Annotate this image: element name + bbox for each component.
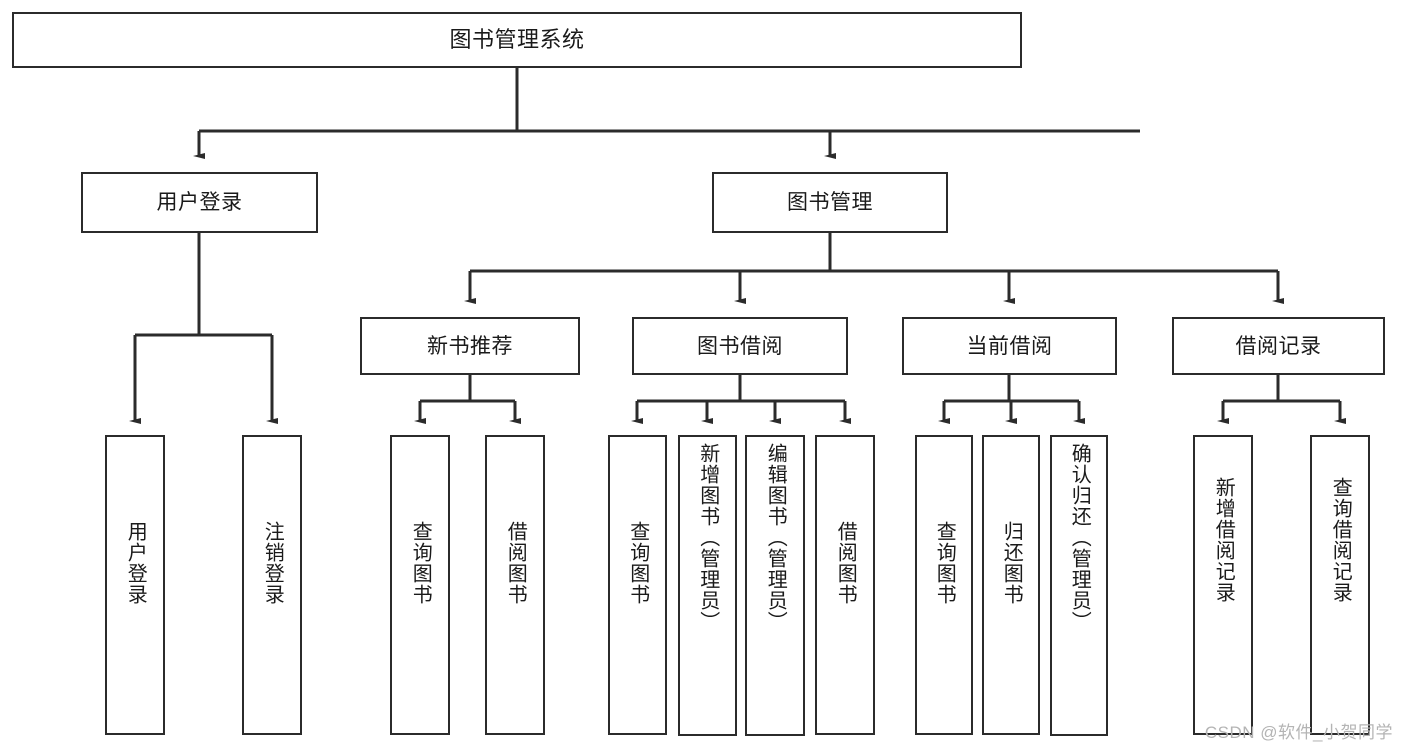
node-new-book-recommend-label: 新书推荐 bbox=[427, 334, 513, 358]
csdn-watermark: CSDN @软件_小贺同学 bbox=[1204, 723, 1393, 742]
node-root-system[interactable]: 图书管理系统 bbox=[12, 12, 1022, 68]
node-book-borrow-label: 图书借阅 bbox=[697, 334, 783, 358]
leaf-confirm-return-label: 确认归还（管理员） bbox=[1068, 443, 1091, 632]
leaf-query-record-label: 查询借阅记录 bbox=[1329, 477, 1352, 603]
leaf-user-login-label: 用户登录 bbox=[124, 521, 147, 605]
leaf-borrow-book-2[interactable]: 借阅图书 bbox=[815, 435, 875, 735]
node-new-book-recommend[interactable]: 新书推荐 bbox=[360, 317, 580, 375]
node-borrow-record-label: 借阅记录 bbox=[1235, 334, 1322, 358]
node-user-login-label: 用户登录 bbox=[156, 191, 243, 214]
node-book-manage-label: 图书管理 bbox=[787, 191, 873, 214]
leaf-borrow-book-2-label: 借阅图书 bbox=[834, 521, 857, 605]
leaf-add-book-label: 新增图书（管理员） bbox=[696, 443, 719, 632]
leaf-add-book[interactable]: 新增图书（管理员） bbox=[678, 435, 737, 736]
leaf-query-record[interactable]: 查询借阅记录 bbox=[1310, 435, 1370, 735]
leaf-query-book-3-label: 查询图书 bbox=[933, 521, 956, 605]
leaf-return-book[interactable]: 归还图书 bbox=[982, 435, 1040, 735]
leaf-user-login[interactable]: 用户登录 bbox=[105, 435, 165, 735]
leaf-query-book-1[interactable]: 查询图书 bbox=[390, 435, 450, 735]
node-book-manage[interactable]: 图书管理 bbox=[712, 172, 948, 233]
leaf-borrow-book-1-label: 借阅图书 bbox=[504, 521, 527, 605]
leaf-borrow-book-1[interactable]: 借阅图书 bbox=[485, 435, 545, 735]
node-borrow-record[interactable]: 借阅记录 bbox=[1172, 317, 1385, 375]
leaf-query-book-1-label: 查询图书 bbox=[409, 521, 432, 605]
leaf-edit-book-label: 编辑图书（管理员） bbox=[764, 443, 787, 632]
node-user-login[interactable]: 用户登录 bbox=[81, 172, 318, 233]
node-book-borrow[interactable]: 图书借阅 bbox=[632, 317, 848, 375]
node-current-borrow-label: 当前借阅 bbox=[966, 334, 1053, 358]
node-current-borrow[interactable]: 当前借阅 bbox=[902, 317, 1117, 375]
leaf-add-record[interactable]: 新增借阅记录 bbox=[1193, 435, 1253, 735]
leaf-query-book-2-label: 查询图书 bbox=[626, 521, 649, 605]
leaf-query-book-3[interactable]: 查询图书 bbox=[915, 435, 973, 735]
leaf-query-book-2[interactable]: 查询图书 bbox=[608, 435, 667, 735]
leaf-confirm-return[interactable]: 确认归还（管理员） bbox=[1050, 435, 1108, 736]
leaf-add-record-label: 新增借阅记录 bbox=[1212, 477, 1235, 603]
node-root-label: 图书管理系统 bbox=[449, 27, 585, 52]
leaf-return-book-label: 归还图书 bbox=[1000, 521, 1023, 605]
leaf-user-logout-label: 注销登录 bbox=[261, 521, 284, 605]
leaf-edit-book[interactable]: 编辑图书（管理员） bbox=[745, 435, 805, 736]
leaf-user-logout[interactable]: 注销登录 bbox=[242, 435, 302, 735]
